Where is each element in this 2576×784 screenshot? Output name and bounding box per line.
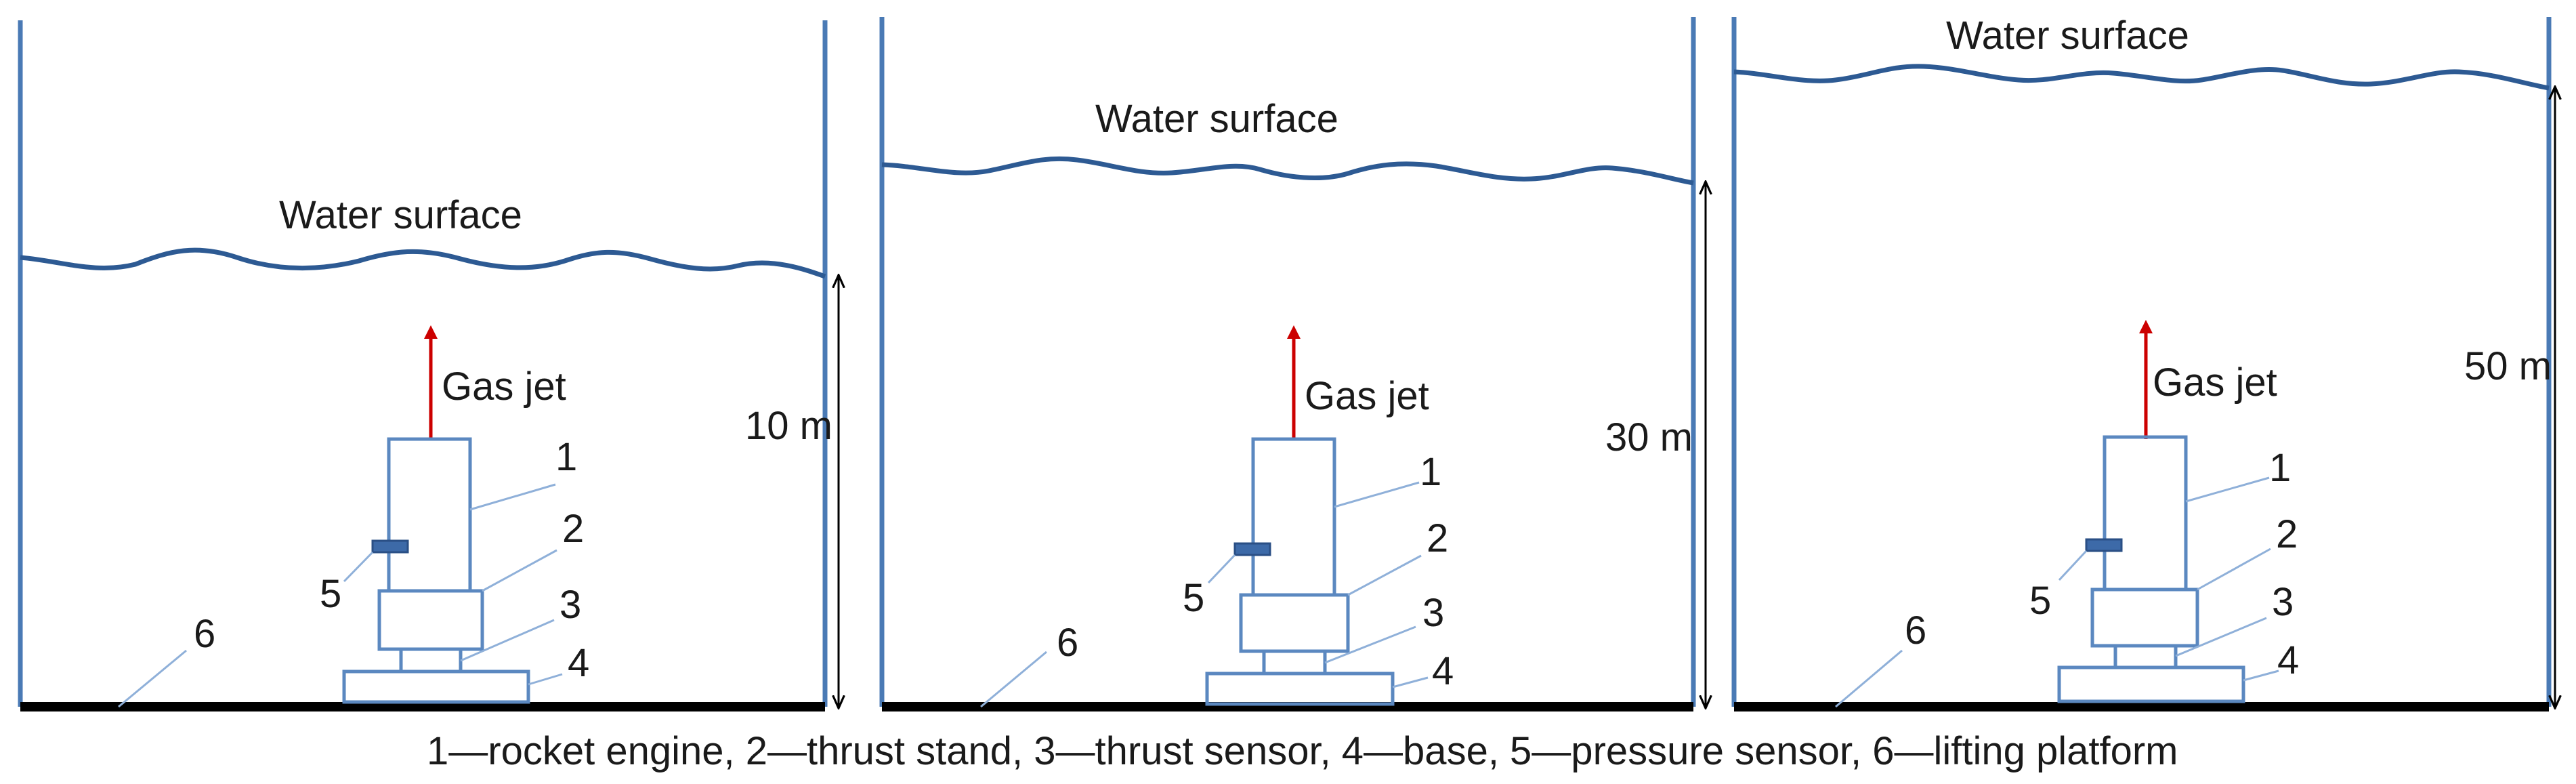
leader-4 — [1392, 676, 1429, 688]
base — [342, 669, 530, 704]
label-1: 1 — [2269, 446, 2291, 490]
thrust-sensor — [1262, 649, 1327, 676]
label-4: 4 — [568, 641, 589, 685]
thrust-stand — [2090, 587, 2199, 648]
leader-3 — [460, 619, 555, 662]
base — [2057, 665, 2245, 703]
water-surface-label: Water surface — [1946, 14, 2189, 58]
pressure-sensor — [2085, 538, 2123, 552]
depth-label: 30 m — [1605, 415, 1693, 459]
leader-2 — [1347, 554, 1422, 596]
water-surface-line — [881, 156, 1694, 186]
water-surface-line — [20, 247, 826, 279]
leader-6 — [980, 651, 1047, 708]
label-2: 2 — [2276, 512, 2298, 556]
thrust-stand — [1239, 593, 1350, 653]
gas-jet-label: Gas jet — [1305, 374, 1429, 418]
thrust-sensor — [399, 647, 463, 674]
label-3: 3 — [559, 583, 581, 627]
thrust-sensor — [2113, 644, 2178, 669]
label-6: 6 — [1905, 608, 1926, 653]
pressure-sensor — [371, 539, 409, 554]
water-surface-label: Water surface — [1095, 97, 1338, 141]
base — [1205, 672, 1395, 706]
leader-1 — [2185, 476, 2270, 503]
leader-5 — [1207, 554, 1236, 584]
label-4: 4 — [1432, 649, 1454, 693]
leader-1 — [1334, 481, 1420, 508]
gas-jet-label: Gas jet — [442, 365, 566, 409]
label-5: 5 — [320, 572, 341, 616]
leader-1 — [469, 483, 556, 511]
rocket-engine — [2103, 435, 2188, 592]
label-1: 1 — [555, 435, 577, 479]
leader-2 — [2197, 548, 2271, 591]
label-5: 5 — [2029, 579, 2051, 623]
leader-4 — [2243, 669, 2279, 682]
label-1: 1 — [1420, 450, 1441, 494]
figure-legend-caption: 1—rocket engine, 2—thrust stand, 3—thrus… — [427, 729, 2178, 773]
rocket-engine — [387, 437, 472, 593]
gas-jet-label: Gas jet — [2153, 360, 2277, 405]
label-2: 2 — [562, 507, 584, 551]
depth-label: 50 m — [2464, 344, 2552, 388]
rocket-engine — [1251, 437, 1336, 597]
pressure-sensor — [1233, 542, 1271, 556]
leader-6 — [1835, 649, 1903, 708]
leader-5 — [343, 551, 374, 583]
label-5: 5 — [1183, 576, 1204, 620]
water-surface-label: Water surface — [279, 193, 522, 237]
label-3: 3 — [2272, 580, 2294, 624]
panel-10m: Water surface Gas jet 10 m 1 2 3 4 5 6 — [18, 20, 839, 711]
label-6: 6 — [194, 612, 215, 656]
panel-30m: Water surface Gas jet 30 m 1 2 3 4 5 6 — [879, 17, 1706, 711]
leader-5 — [2058, 550, 2088, 581]
label-6: 6 — [1057, 621, 1078, 665]
leader-4 — [528, 673, 563, 686]
depth-label: 10 m — [745, 404, 832, 448]
leader-2 — [482, 549, 557, 592]
label-3: 3 — [1422, 591, 1444, 635]
panel-50m: Water surface Gas jet 50 m 1 2 3 4 5 6 — [1731, 14, 2555, 711]
thrust-stand — [377, 589, 484, 651]
label-4: 4 — [2277, 638, 2299, 682]
leader-3 — [1324, 625, 1416, 664]
leader-3 — [2175, 617, 2267, 657]
label-2: 2 — [1427, 516, 1448, 560]
water-surface-line — [1733, 64, 2550, 91]
leader-6 — [118, 649, 187, 708]
